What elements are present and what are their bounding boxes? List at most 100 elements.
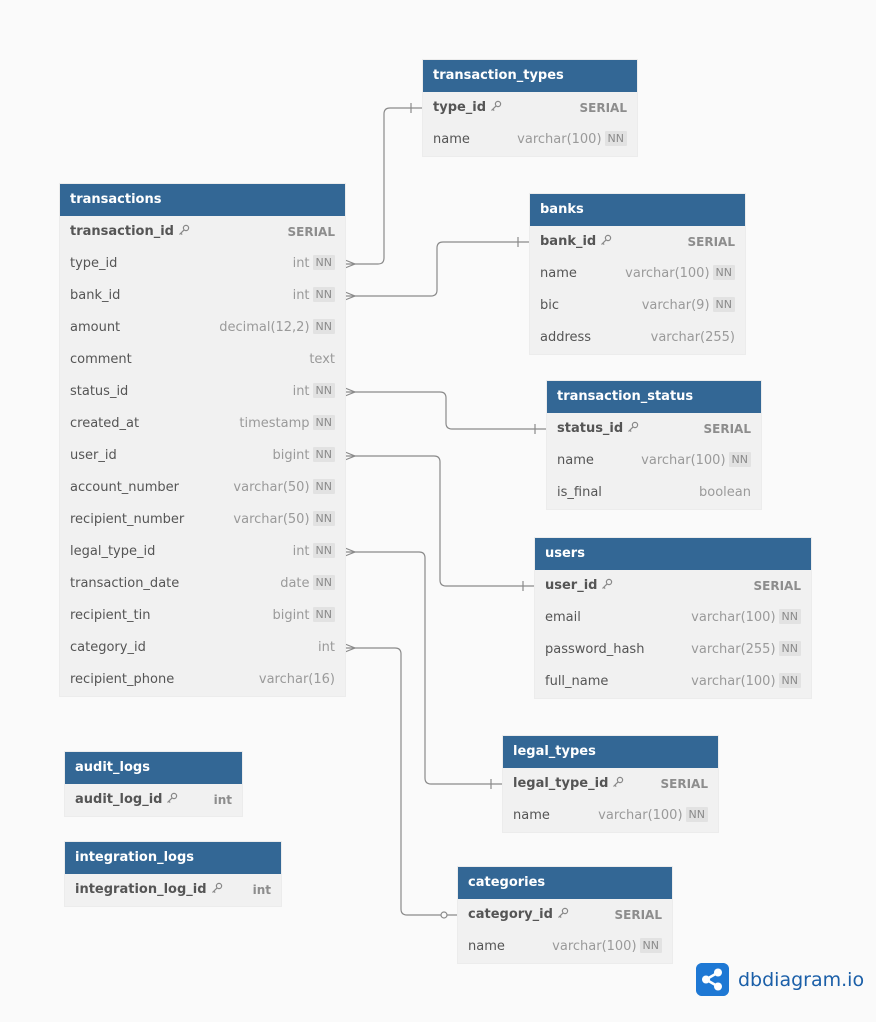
table-header[interactable]: transaction_types — [423, 60, 637, 92]
field-type-text: varchar(50) — [233, 512, 310, 527]
relation-line — [345, 241, 530, 297]
many-end-marker — [344, 291, 357, 301]
field-name-text: type_id — [433, 100, 487, 115]
field-row-address[interactable]: address varchar(255) — [530, 322, 745, 354]
relation-line — [345, 647, 458, 916]
not-null-badge: NN — [712, 265, 735, 280]
table-header[interactable]: categories — [458, 867, 672, 899]
field-row-type-id[interactable]: type_id SERIAL — [423, 92, 637, 124]
field-type-text: SERIAL — [579, 101, 627, 115]
key-icon — [628, 421, 639, 433]
relation-line — [345, 107, 423, 265]
field-type: varchar(255) — [651, 322, 735, 354]
field-name-text: legal_type_id — [70, 544, 156, 559]
not-null-badge: NN — [312, 575, 335, 590]
field-type: boolean — [699, 477, 751, 509]
field-name-text: comment — [70, 352, 132, 367]
table-header[interactable]: audit_logs — [65, 752, 242, 784]
field-name-text: type_id — [70, 256, 118, 271]
field-type-text: varchar(100) — [641, 453, 726, 468]
field-type: varchar(255)NN — [691, 634, 801, 666]
field-row-is-final[interactable]: is_final boolean — [547, 477, 761, 509]
field-type: int — [253, 874, 271, 906]
key-icon — [601, 234, 612, 246]
field-type-text: int — [292, 288, 310, 303]
table-header[interactable]: transactions — [60, 184, 345, 216]
many-end-marker — [344, 547, 357, 557]
field-type-text: text — [309, 352, 335, 367]
field-name: status_id — [70, 376, 128, 408]
field-name-text: password_hash — [545, 642, 645, 657]
field-row-password-hash[interactable]: password_hash varchar(255)NN — [535, 634, 811, 666]
key-icon — [491, 100, 502, 112]
table-header[interactable]: users — [535, 538, 811, 570]
field-type-text: decimal(12,2) — [219, 320, 310, 335]
not-null-badge: NN — [639, 938, 662, 953]
table-header[interactable]: integration_logs — [65, 842, 281, 874]
field-type: varchar(100)NN — [625, 258, 735, 290]
field-type-text: varchar(100) — [691, 610, 776, 625]
field-name: full_name — [545, 666, 608, 698]
field-type-text: int — [318, 640, 335, 655]
field-name: email — [545, 602, 581, 634]
not-null-badge: NN — [312, 415, 335, 430]
field-type: varchar(100)NN — [598, 800, 708, 832]
field-type: varchar(100)NN — [517, 124, 627, 156]
field-type-text: int — [292, 384, 310, 399]
key-icon — [167, 792, 178, 804]
field-name: password_hash — [545, 634, 644, 666]
field-name-text: is_final — [557, 485, 602, 500]
not-null-badge: NN — [604, 131, 627, 146]
field-name: user_id — [70, 440, 117, 472]
field-row-comment[interactable]: comment text — [60, 344, 345, 376]
field-type-text: timestamp — [239, 416, 310, 431]
field-name-text: bic — [540, 298, 560, 313]
field-type-text: varchar(255) — [691, 642, 776, 657]
field-name: transaction_id — [70, 216, 190, 248]
table-header[interactable]: legal_types — [503, 736, 718, 768]
table-header[interactable]: transaction_status — [547, 381, 761, 413]
dbdiagram-brand[interactable]: dbdiagram.io — [696, 963, 864, 996]
field-name: address — [540, 322, 591, 354]
table-header[interactable]: banks — [530, 194, 745, 226]
